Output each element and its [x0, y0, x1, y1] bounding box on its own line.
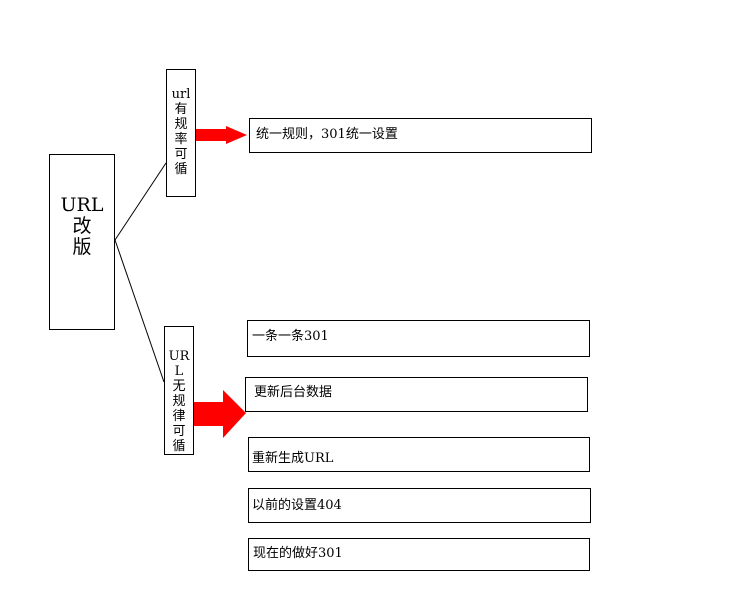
- arrow-right-icon: [196, 126, 247, 144]
- leaf-node: 现在的做好301: [248, 538, 590, 571]
- leaf-node: 统一规则，301统一设置: [249, 118, 592, 153]
- connector-root-to-irregular: [114, 239, 165, 383]
- leaf-label: 以前的设置404: [252, 498, 342, 513]
- root-node: URL 改 版: [49, 154, 115, 330]
- branch-irregular-label: URL 无 规 律 可 循: [168, 349, 190, 454]
- leaf-node: 一条一条301: [247, 320, 590, 357]
- branch-regular-node: url 有 规 率 可 循: [166, 69, 196, 197]
- branch-irregular-node: URL 无 规 律 可 循: [164, 326, 194, 455]
- leaf-label: 现在的做好301: [253, 546, 343, 561]
- arrow-right-icon: [193, 390, 246, 438]
- leaf-node: 更新后台数据: [245, 377, 588, 412]
- leaf-label: 重新生成URL: [252, 451, 334, 466]
- root-node-label: URL 改 版: [60, 194, 104, 258]
- leaf-node: 重新生成URL: [248, 437, 590, 472]
- leaf-node: 以前的设置404: [248, 488, 591, 523]
- leaf-label: 一条一条301: [252, 329, 329, 344]
- leaf-label: 更新后台数据: [254, 385, 333, 400]
- branch-regular-label: url 有 规 率 可 循: [171, 87, 191, 177]
- connector-root-to-regular: [114, 162, 167, 241]
- leaf-label: 统一规则，301统一设置: [256, 127, 398, 142]
